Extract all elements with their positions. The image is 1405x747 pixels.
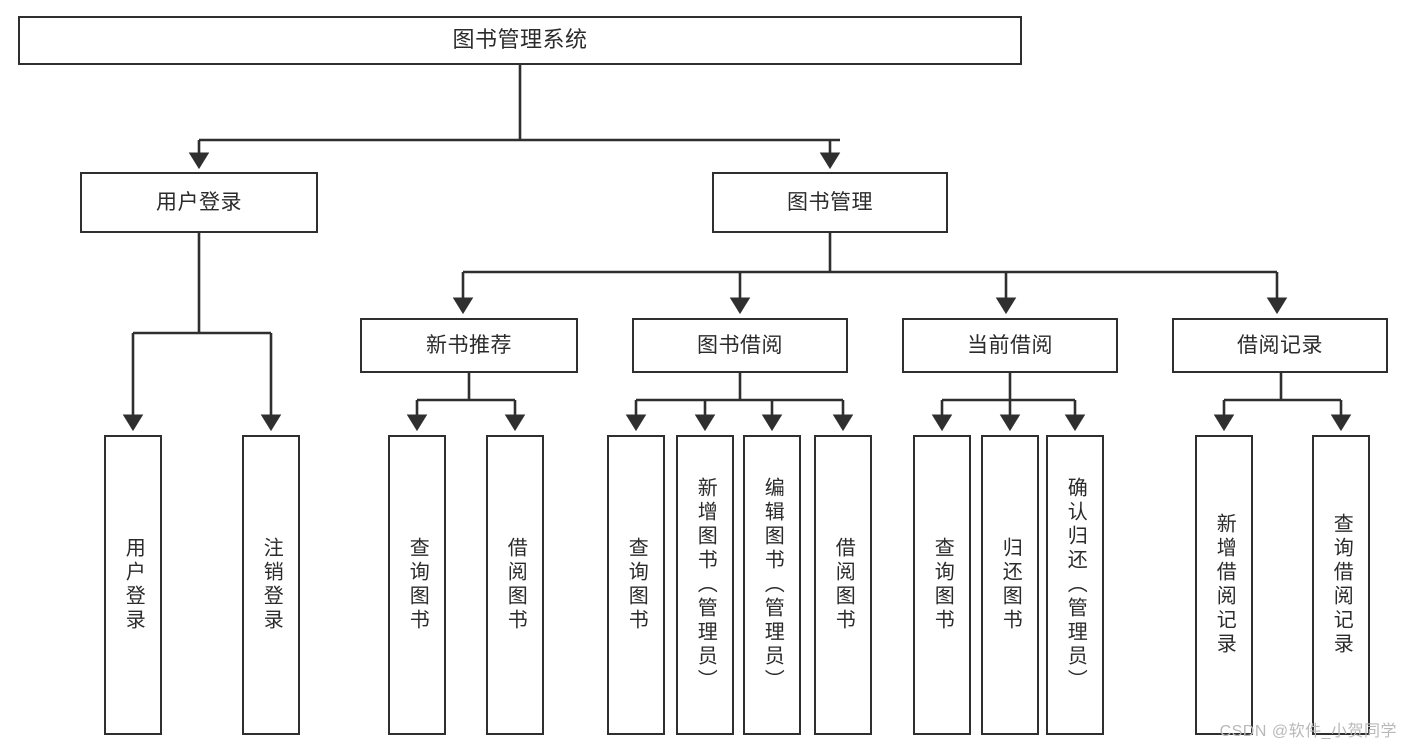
node-current-borrow[interactable]: 当前借阅 — [902, 318, 1118, 373]
node-new-book-recommend[interactable]: 新书推荐 — [360, 318, 578, 373]
node-label: 查询借阅记录 — [1330, 513, 1353, 657]
node-label: 注销登录 — [260, 537, 283, 633]
node-book-management[interactable]: 图书管理 — [712, 172, 948, 233]
node-label: 新增借阅记录 — [1213, 513, 1236, 657]
node-label: 查询图书 — [625, 537, 648, 633]
node-label: 确认归还（管理员） — [1064, 477, 1087, 693]
node-label: 新增图书（管理员） — [694, 477, 717, 693]
node-label: 图书借阅 — [697, 333, 783, 357]
node-label: 借阅记录 — [1237, 333, 1323, 357]
leaf-book-borrow-borrow-book[interactable]: 借阅图书 — [814, 435, 872, 735]
leaf-current-borrow-query-book[interactable]: 查询图书 — [913, 435, 971, 735]
node-label: 借阅图书 — [504, 537, 527, 633]
node-user-login[interactable]: 用户登录 — [80, 172, 318, 233]
node-label: 用户登录 — [122, 537, 145, 633]
leaf-book-borrow-query-book[interactable]: 查询图书 — [607, 435, 665, 735]
node-label: 查询图书 — [931, 537, 954, 633]
leaf-borrow-record-add-record[interactable]: 新增借阅记录 — [1195, 435, 1253, 735]
node-label: 归还图书 — [999, 537, 1022, 633]
leaf-current-borrow-return-book[interactable]: 归还图书 — [981, 435, 1039, 735]
leaf-book-borrow-edit-book-admin[interactable]: 编辑图书（管理员） — [743, 435, 801, 735]
node-label: 当前借阅 — [967, 333, 1053, 357]
leaf-user-login-login[interactable]: 用户登录 — [104, 435, 162, 735]
leaf-borrow-record-query-record[interactable]: 查询借阅记录 — [1312, 435, 1370, 735]
node-book-borrow[interactable]: 图书借阅 — [632, 318, 848, 373]
leaf-new-book-borrow-book[interactable]: 借阅图书 — [486, 435, 544, 735]
leaf-current-borrow-confirm-return-admin[interactable]: 确认归还（管理员） — [1046, 435, 1104, 735]
node-borrow-record[interactable]: 借阅记录 — [1172, 318, 1388, 373]
node-label: 新书推荐 — [426, 333, 512, 357]
leaf-book-borrow-add-book-admin[interactable]: 新增图书（管理员） — [676, 435, 734, 735]
leaf-user-login-logout[interactable]: 注销登录 — [242, 435, 300, 735]
node-label: 图书管理系统 — [452, 27, 588, 53]
node-root-book-management-system[interactable]: 图书管理系统 — [18, 16, 1022, 65]
node-label: 图书管理 — [787, 190, 873, 214]
node-label: 查询图书 — [406, 537, 429, 633]
node-label: 借阅图书 — [832, 537, 855, 633]
node-label: 用户登录 — [156, 190, 242, 214]
node-label: 编辑图书（管理员） — [761, 477, 784, 693]
leaf-new-book-query-book[interactable]: 查询图书 — [388, 435, 446, 735]
